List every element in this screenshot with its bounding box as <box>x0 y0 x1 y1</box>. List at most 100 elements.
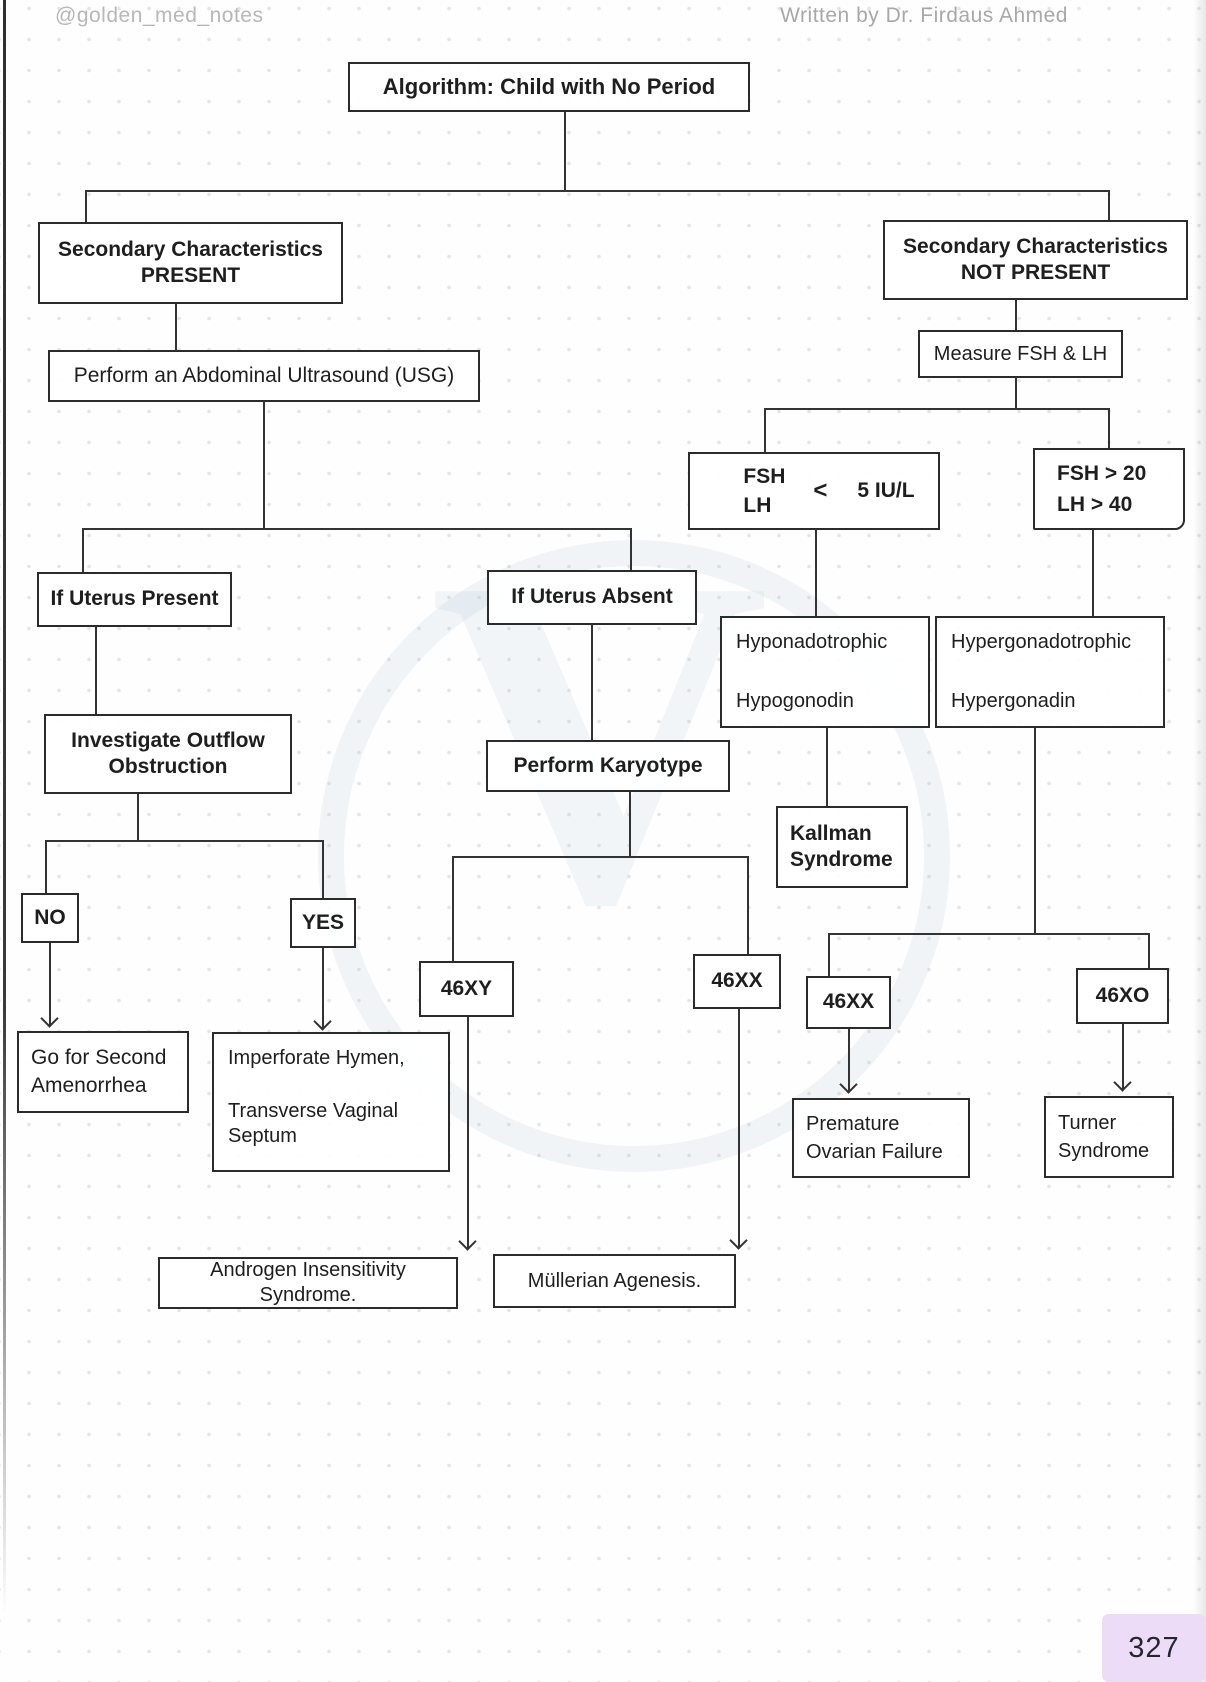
connector-investigate-down <box>137 794 139 842</box>
node-no: NO <box>21 893 79 943</box>
fsh-label: FSH <box>743 464 786 488</box>
connector-karyo-split <box>452 856 749 858</box>
node-turner-syndrome: Turner Syndrome <box>1044 1096 1174 1178</box>
connector-uterus-split <box>82 528 632 530</box>
hyper-line1: Hypergonadotrophic <box>951 631 1132 653</box>
turner-line1: Turner <box>1058 1112 1117 1134</box>
arrow-46xx-to-mullerian <box>738 1009 740 1247</box>
uterus-present-text: If Uterus Present <box>50 587 219 611</box>
ais-text: Androgen Insensitivity Syndrome. <box>210 1259 406 1306</box>
connector-to-uterus-absent <box>630 528 632 572</box>
connector-to-fshlow <box>764 408 766 454</box>
fsh-lh-stack: FSH LH <box>743 462 785 521</box>
connector-fshlow-hypo <box>815 530 817 618</box>
uterus-absent-text: If Uterus Absent <box>511 585 673 609</box>
title-text: Algorithm: Child with No Period <box>382 74 716 100</box>
fsh-threshold-value: 5 IU/L <box>857 478 915 502</box>
imperforate-line2: Transverse Vaginal <box>228 1100 399 1122</box>
karyo-46xx-text: 46XX <box>711 969 763 993</box>
fsh-high-line1: FSH > 20 <box>1057 461 1147 485</box>
node-46xx-karyotype: 46XX <box>693 954 781 1009</box>
connector-hypo-kallman <box>826 728 828 808</box>
connector-fsh-split <box>764 408 1110 410</box>
connector-present-investigate <box>95 627 97 716</box>
node-perform-karyotype: Perform Karyotype <box>486 740 730 792</box>
secondary-not-present-line1: Secondary Characteristics <box>903 234 1168 258</box>
kallman-line1: Kallman <box>790 821 872 845</box>
connector-usg-down <box>263 402 265 530</box>
handle-text: @golden_med_notes <box>55 4 264 27</box>
connector-to-no <box>45 840 47 895</box>
node-fsh-lh-low: FSH LH < 5 IU/L <box>688 452 940 530</box>
node-hypogonadotrophic: Hyponadotrophic Hypogonodin <box>720 616 930 728</box>
node-uterus-absent: If Uterus Absent <box>487 570 697 625</box>
connector-notpresent-fsh <box>1015 300 1017 332</box>
turner-line2: Syndrome <box>1058 1140 1150 1162</box>
secondary-not-present-line2: NOT PRESENT <box>960 261 1111 284</box>
node-imperforate-hymen: Imperforate Hymen, Transverse Vaginal Se… <box>212 1032 450 1172</box>
node-hypergonadotrophic: Hypergonadotrophic Hypergonadin <box>935 616 1165 728</box>
pof-line1: Premature <box>806 1113 900 1135</box>
connector-hyper-split <box>828 933 1150 935</box>
node-secondary-present: Secondary Characteristics PRESENT <box>38 222 343 304</box>
measure-fsh-lh-text: Measure FSH & LH <box>933 342 1108 365</box>
connector-to-not-present <box>1108 190 1110 222</box>
secondary-present-line1: Secondary Characteristics <box>58 237 323 261</box>
go-second-line2: Amenorrhea <box>31 1074 147 1097</box>
mullerian-text: Müllerian Agenesis. <box>527 1269 702 1292</box>
node-mullerian-agenesis: Müllerian Agenesis. <box>493 1254 736 1308</box>
arrow-yes-to-imperforate <box>322 948 324 1028</box>
fsh-high-line2: LH > 40 <box>1057 493 1133 516</box>
connector-absent-karyotype <box>591 625 593 742</box>
node-go-second-amenorrhea: Go for Second Amenorrhea <box>17 1031 189 1113</box>
connector-to-46xx-karyo <box>747 856 749 956</box>
imperforate-line3: Septum <box>228 1125 297 1147</box>
connector-to-46xy <box>452 856 454 963</box>
node-46xo: 46XO <box>1076 968 1169 1024</box>
lh-label: LH <box>743 494 772 517</box>
node-46xy: 46XY <box>419 961 514 1017</box>
node-abdominal-usg: Perform an Abdominal Ultrasound (USG) <box>48 350 480 402</box>
scan-edge-left <box>3 0 6 1682</box>
connector-hyper-down <box>1034 728 1036 935</box>
arrow-46xo-to-turner <box>1122 1024 1124 1089</box>
credit-text: Written by Dr. Firdaus Ahmed <box>780 4 1068 27</box>
page-number-text: 327 <box>1128 1631 1180 1664</box>
hypo-line2: Hypogonodin <box>736 690 854 712</box>
hyper-46xx-text: 46XX <box>822 990 875 1014</box>
connector-noyes-split <box>45 840 324 842</box>
node-androgen-insensitivity: Androgen Insensitivity Syndrome. <box>158 1257 458 1309</box>
imperforate-line1: Imperforate Hymen, <box>228 1047 405 1069</box>
connector-to-fshhigh <box>1108 408 1110 450</box>
node-investigate-outflow: Investigate Outflow Obstruction <box>44 714 292 794</box>
arrow-no-to-second <box>49 943 51 1025</box>
node-46xx-hyper: 46XX <box>806 976 891 1029</box>
node-title: Algorithm: Child with No Period <box>348 62 750 112</box>
arrow-46xx-to-pof <box>848 1029 850 1091</box>
kallman-line2: Syndrome <box>790 848 893 871</box>
pof-line2: Ovarian Failure <box>806 1141 943 1163</box>
secondary-present-line2: PRESENT <box>140 264 241 287</box>
karyotype-text: Perform Karyotype <box>513 753 703 777</box>
connector-present-usg <box>175 304 177 352</box>
investigate-line1: Investigate Outflow <box>71 728 265 752</box>
hyper-46xo-text: 46XO <box>1095 983 1150 1007</box>
karyo-46xy-text: 46XY <box>440 976 493 1000</box>
connector-to-uterus-present <box>82 528 84 574</box>
yes-text: YES <box>301 910 345 934</box>
connector-to-46xo <box>1148 933 1150 970</box>
node-yes: YES <box>290 898 356 948</box>
page-number-tab: 327 <box>1102 1614 1206 1682</box>
scan-edge-right <box>1193 0 1206 1682</box>
investigate-line2: Obstruction <box>108 755 228 778</box>
hyper-line2: Hypergonadin <box>951 690 1076 712</box>
connector-to-yes <box>322 840 324 900</box>
node-fsh-lh-high: FSH > 20 LH > 40 <box>1033 448 1185 530</box>
usg-text: Perform an Abdominal Ultrasound (USG) <box>73 363 455 387</box>
connector-fshhigh-hyper <box>1092 530 1094 618</box>
node-uterus-present: If Uterus Present <box>37 572 232 627</box>
less-than-sign: < <box>813 477 828 504</box>
connector-top-split <box>85 190 1110 192</box>
connector-title-down <box>564 112 566 190</box>
